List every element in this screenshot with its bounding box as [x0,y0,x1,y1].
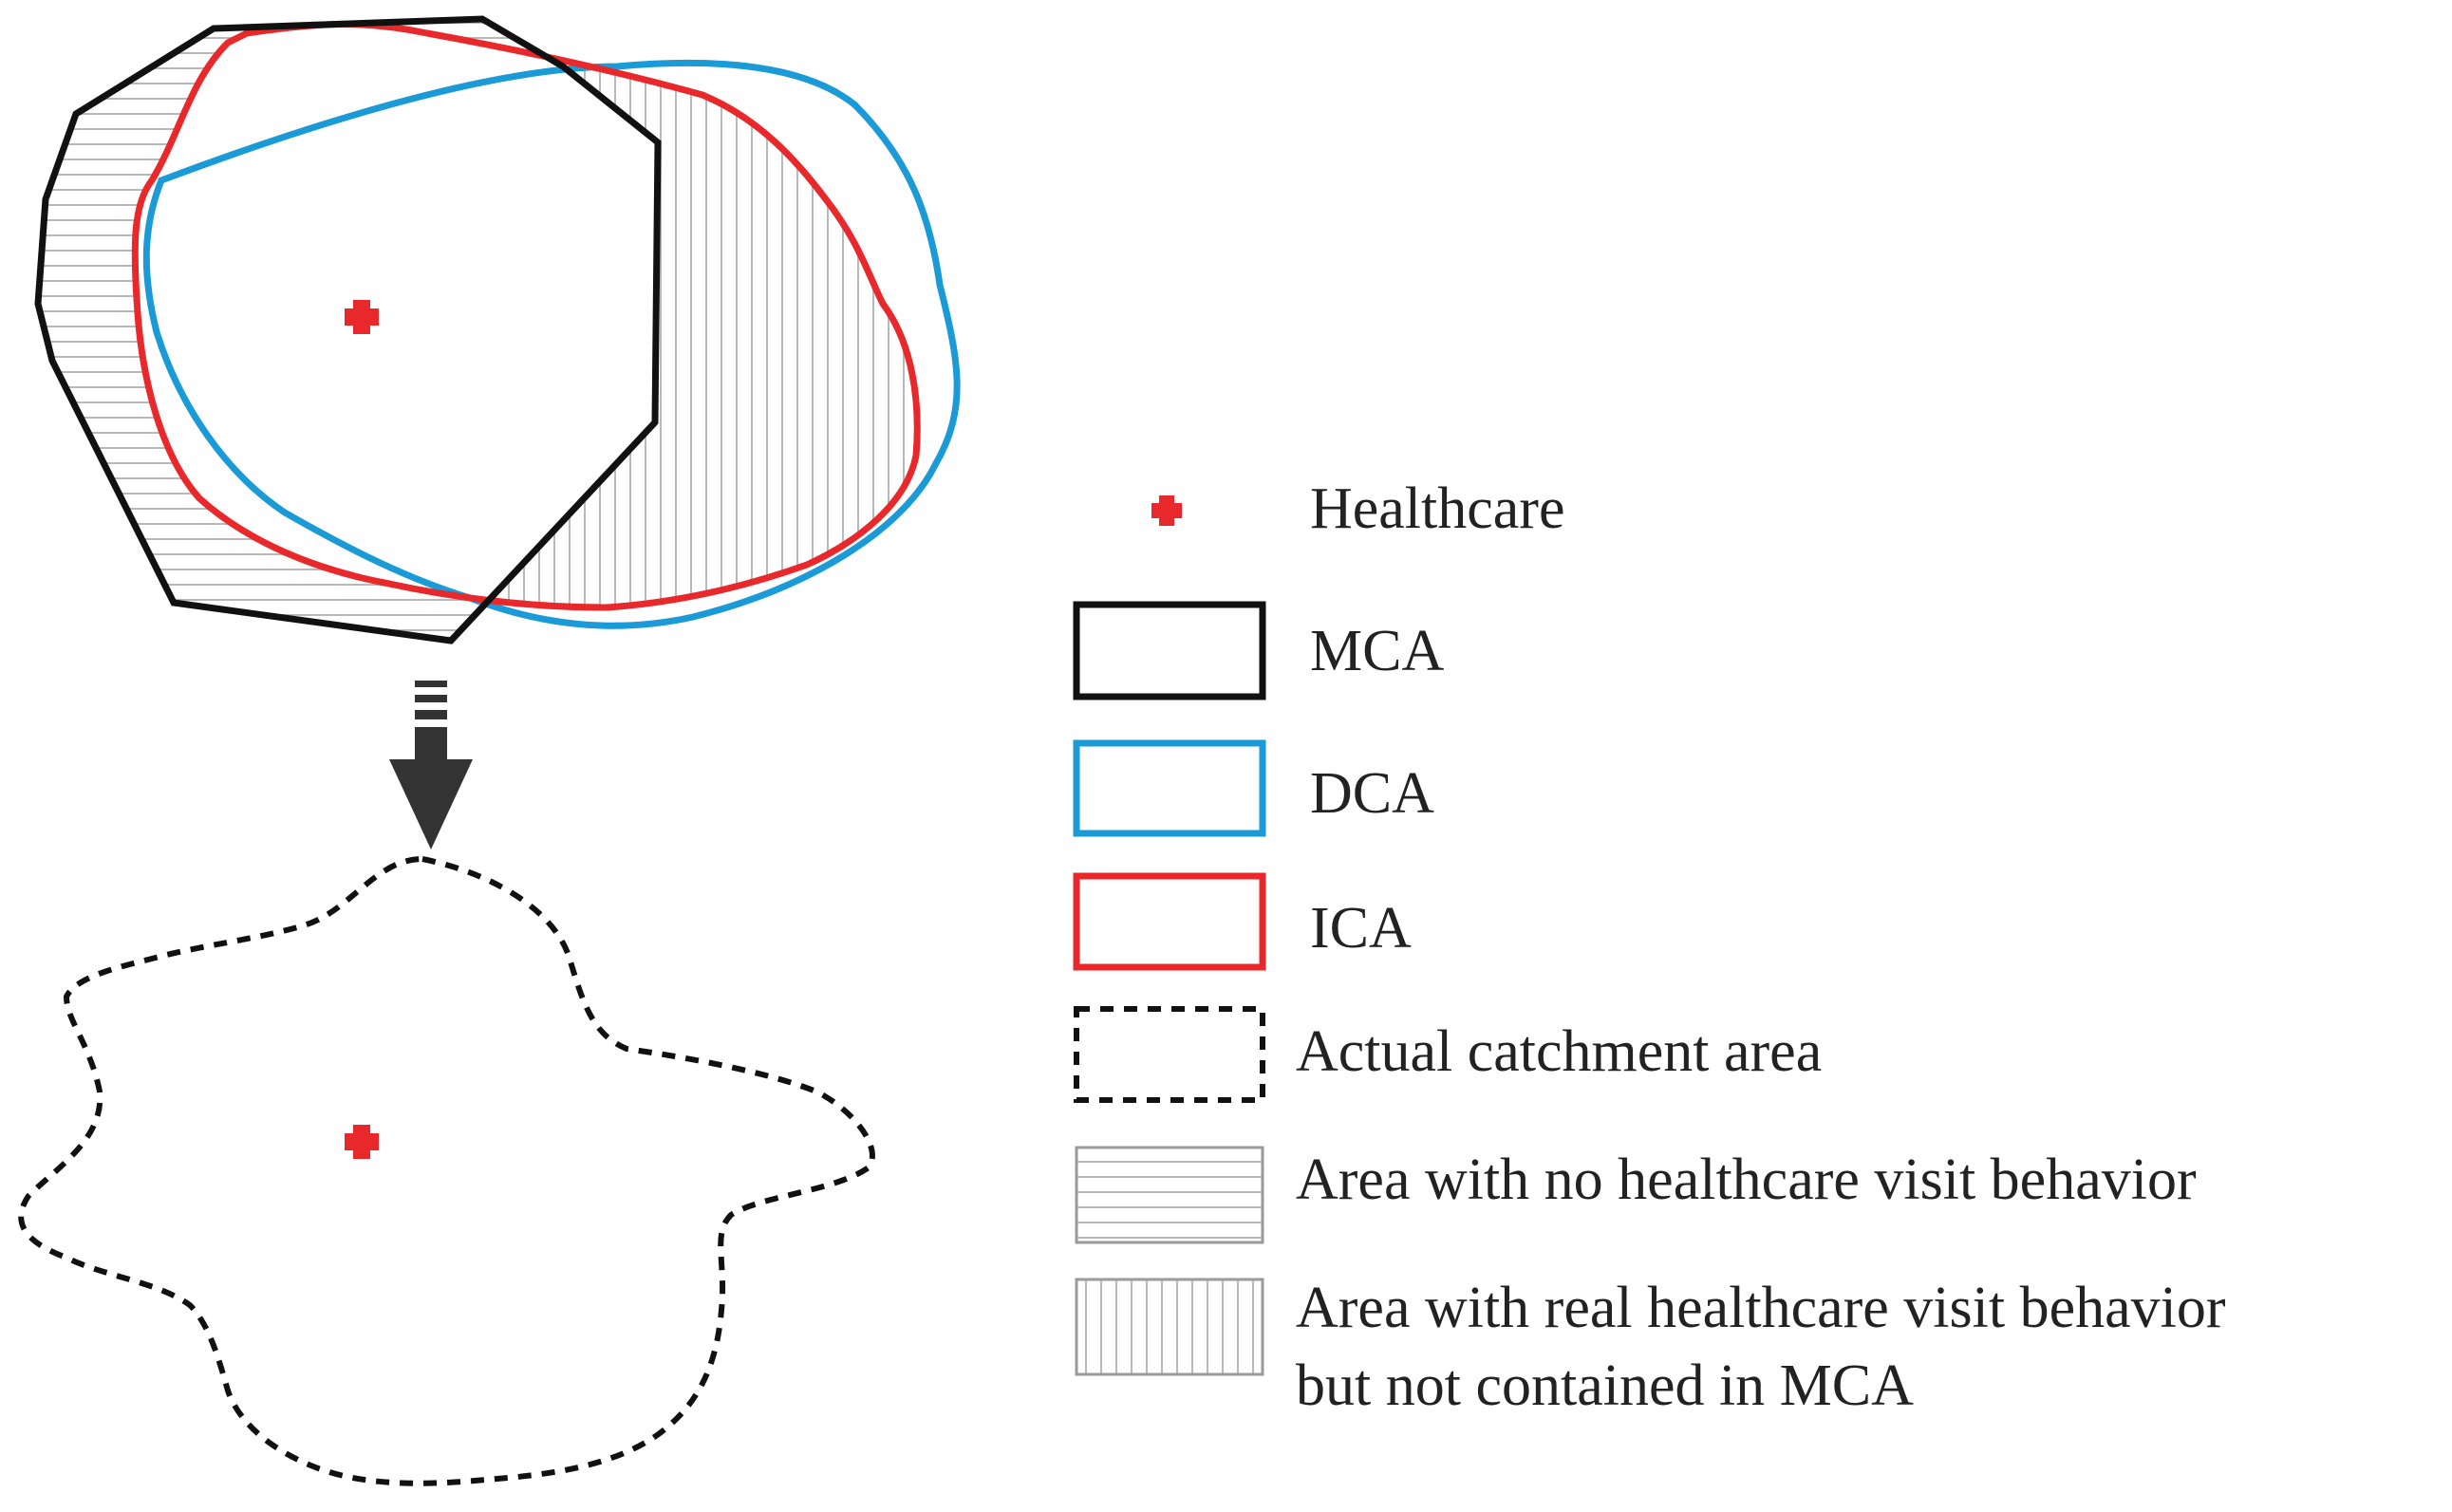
legend-label-real-visit-line2: but not contained in MCA [1296,1353,1914,1418]
legend-label-dca: DCA [1310,761,1434,826]
down-arrow-icon [389,681,473,849]
bottom-catchment-diagram [21,859,872,1484]
legend-item-real-visit: Area with real healthcare visit behavior… [1075,1276,2226,1418]
mca-swatch [1073,601,1266,700]
real-visit-swatch [1075,1278,1264,1376]
healthcare-marker-bottom [345,1125,379,1159]
legend-label-mca: MCA [1310,619,1444,683]
legend-label-real-visit-line1: Area with real healthcare visit behavior [1296,1276,2226,1340]
actual-swatch [1074,1006,1265,1103]
legend-item-ica: ICA [1073,872,1412,971]
no-visit-swatch [1075,1146,1264,1244]
legend-label-ica: ICA [1310,896,1412,961]
legend-item-mca: MCA [1073,601,1444,700]
healthcare-icon [1151,495,1182,526]
actual-catchment-boundary [21,859,872,1484]
legend-item-no-visit: Area with no healthcare visit behavior [1075,1146,2197,1244]
legend-label-no-visit: Area with no healthcare visit behavior [1296,1148,2197,1212]
legend-label-healthcare: Healthcare [1310,476,1564,541]
legend-item-healthcare: Healthcare [1151,476,1564,541]
legend: Healthcare MCA DCA ICA Actual catchment … [1073,476,2226,1418]
healthcare-marker-top [345,300,379,334]
dca-swatch [1073,739,1266,837]
ica-swatch [1073,872,1266,971]
top-catchment-diagram [0,0,1044,721]
legend-item-actual: Actual catchment area [1074,1006,1822,1103]
legend-label-actual: Actual catchment area [1296,1019,1822,1084]
legend-item-dca: DCA [1073,739,1434,837]
